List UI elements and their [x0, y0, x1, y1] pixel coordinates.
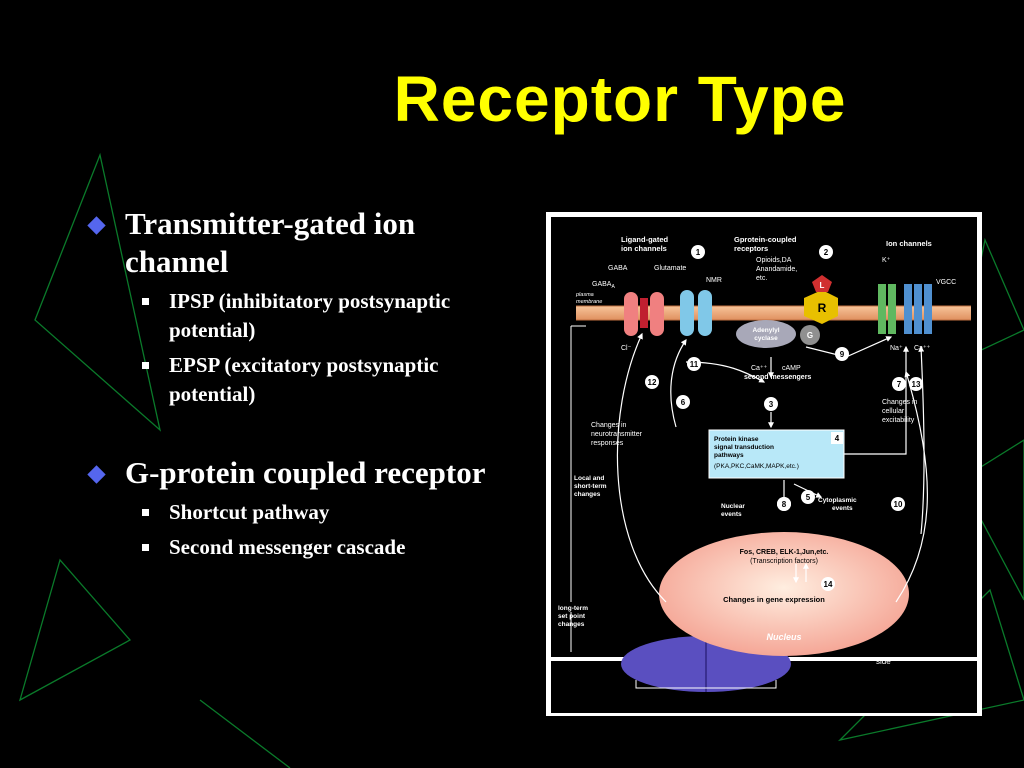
bullet-gprotein: G-protein coupled receptor: [85, 454, 525, 492]
bullet-text: Transmitter-gated ion channel: [125, 206, 416, 279]
label-cellular-l3: excitability: [882, 417, 915, 424]
label-nuclear-l1: Nuclear: [721, 503, 745, 510]
label-ion-channels-left: ion channels: [621, 244, 667, 253]
square-bullet-icon: [142, 298, 149, 305]
label-gene-expr: Changes in gene expression: [723, 595, 825, 604]
label-glutamate: Glutamate: [654, 265, 686, 272]
bullet-ion-channel: Transmitter-gated ion channel: [85, 205, 525, 281]
label-pk-l3: pathways: [714, 452, 744, 459]
sub-bullet-text: Second messenger cascade: [169, 535, 406, 559]
label-longterm-l3: changes: [558, 621, 585, 628]
label-ca: Ca⁺⁺: [751, 365, 768, 372]
label-gaba-a: GABAA: [592, 281, 615, 290]
label-gprotein-coupled: Gprotein-coupled: [734, 235, 797, 244]
gaba-channel-shape: [624, 292, 664, 336]
label-r: R: [818, 301, 827, 315]
label-longterm-l2: set point: [558, 613, 586, 620]
marker-1: 1: [696, 248, 701, 257]
label-nmr: NMR: [706, 277, 722, 284]
label-pk-l2: signal transduction: [714, 444, 774, 451]
label-cellular-l1: Changes in: [882, 399, 918, 406]
marker-10: 10: [894, 500, 903, 509]
label-camp: cAMP: [782, 365, 801, 372]
receptor-pathway-figure: 1 2 3 4 5 6 7 8 9 10 11 12 13 14 Ligand-…: [546, 212, 982, 716]
label-gaba: GABA: [608, 265, 628, 272]
label-ion-channels-right: Ion channels: [886, 239, 932, 248]
label-plasma: plasma: [575, 292, 594, 298]
label-changes-l1: Changes in: [591, 422, 627, 429]
label-anandamide: Anandamide,: [756, 266, 797, 273]
label-membrane: membrane: [576, 299, 602, 305]
label-local-l2: short-term: [574, 483, 607, 490]
marker-14: 14: [824, 580, 833, 589]
label-g: G: [807, 331, 813, 340]
marker-8: 8: [782, 500, 787, 509]
label-local-l3: changes: [574, 491, 601, 498]
sub-bullet-cascade: Second messenger cascade: [85, 533, 525, 562]
marker-7: 7: [897, 380, 902, 389]
label-gprotein: G-protein: [687, 699, 725, 709]
label-cyclase: cyclase: [754, 335, 778, 342]
label-cyto-l2: events: [832, 505, 853, 512]
marker-3: 3: [769, 400, 774, 409]
label-second-messengers: second messengers: [744, 374, 811, 381]
label-cellular-l2: cellular: [882, 408, 905, 415]
label-changes-l3: responses: [591, 440, 624, 447]
sub-bullet-ipsp: IPSP (inhibitatory postsynaptic potentia…: [85, 287, 525, 345]
marker-2: 2: [824, 248, 829, 257]
bullet-list: Transmitter-gated ion channel IPSP (inhi…: [85, 205, 525, 562]
label-opioids: Opioids,DA: [756, 257, 792, 264]
marker-13: 13: [912, 380, 921, 389]
square-bullet-icon: [142, 509, 149, 516]
marker-5: 5: [806, 493, 811, 502]
sub-bullet-text: EPSP (excitatory postsynaptic potential): [169, 353, 439, 406]
label-ligand-gated: Ligand-gated: [621, 235, 668, 244]
bullet-text: G-protein coupled receptor: [125, 455, 486, 490]
label-cl: Cl⁻: [621, 345, 632, 352]
label-nucleus: Nucleus: [766, 632, 801, 642]
label-etc: etc.: [756, 275, 767, 282]
label-tf-l2: (Transcription factors): [750, 558, 818, 565]
diamond-bullet-icon: [87, 216, 106, 235]
sub-bullet-shortcut: Shortcut pathway: [85, 498, 525, 527]
label-nuclear-l2: events: [721, 511, 742, 518]
label-changes-l2: neurotransmitter: [591, 431, 643, 438]
label-vgcc: VGCC: [936, 279, 956, 286]
marker-11: 11: [690, 360, 699, 369]
label-ca2: Ca⁺⁺: [914, 345, 931, 352]
slide-title: Receptor Type: [393, 63, 847, 135]
label-na: Na⁺: [890, 345, 903, 352]
square-bullet-icon: [142, 362, 149, 369]
label-cyto-l1: Cytoplasmic: [818, 497, 857, 504]
label-receptors: receptors: [734, 244, 768, 253]
label-local-l1: Local and: [574, 475, 604, 482]
label-l: L: [820, 281, 825, 290]
label-side: side: [876, 657, 891, 666]
glutamate-channel-shape: [680, 290, 712, 336]
sub-bullet-epsp: EPSP (excitatory postsynaptic potential): [85, 351, 525, 409]
label-k-plus: K⁺: [882, 257, 891, 264]
marker-9: 9: [840, 350, 845, 359]
label-pk-l4: (PKA,PKC,CaMK,MAPK,etc.): [714, 463, 799, 470]
diamond-bullet-icon: [87, 465, 106, 484]
marker-6: 6: [681, 398, 686, 407]
square-bullet-icon: [142, 544, 149, 551]
label-tf-l1: Fos, CREB, ELK-1,Jun,etc.: [740, 549, 829, 556]
label-longterm-l1: long-term: [558, 605, 588, 612]
sub-bullet-text: Shortcut pathway: [169, 500, 330, 524]
marker-12: 12: [648, 378, 657, 387]
marker-4: 4: [835, 434, 840, 443]
label-adenylyl: Adenylyl: [752, 327, 779, 334]
sub-bullet-text: IPSP (inhibitatory postsynaptic potentia…: [169, 289, 451, 342]
label-pk-l1: Protein kinase: [714, 436, 759, 443]
